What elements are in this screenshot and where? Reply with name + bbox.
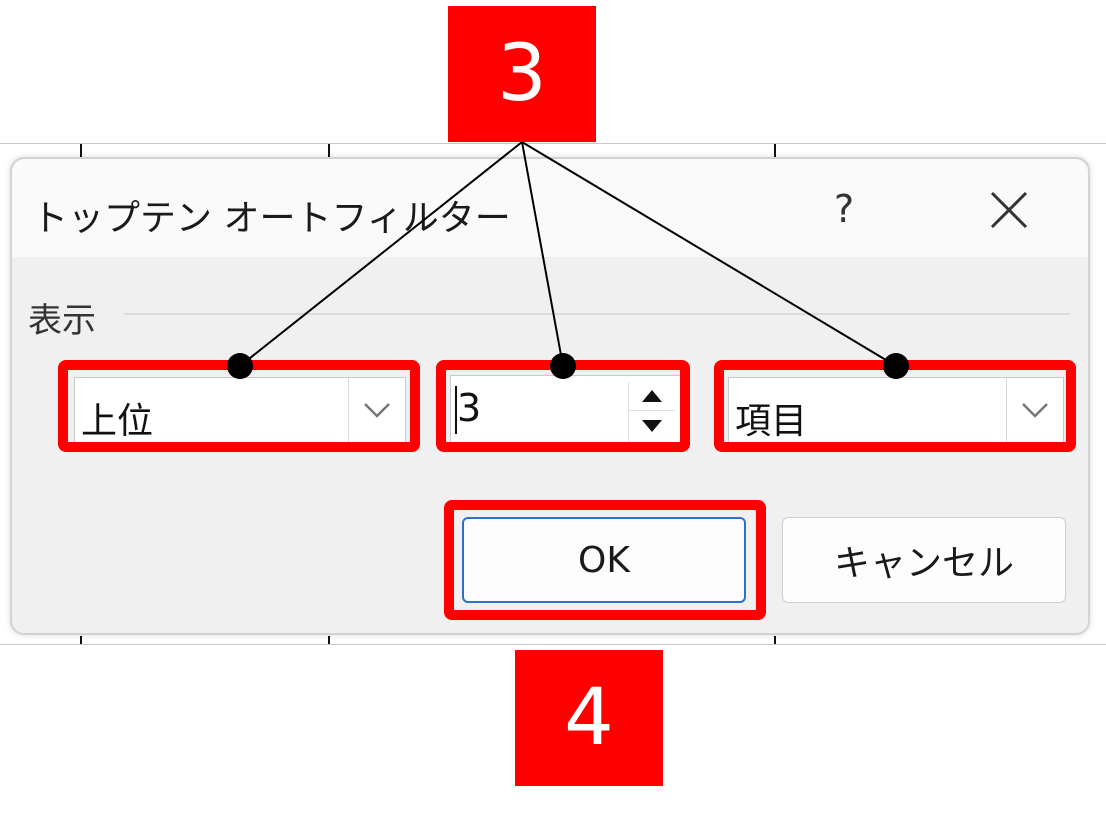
dialog-titlebar: トップテン オートフィルター ? bbox=[12, 159, 1088, 257]
triangle-down-icon bbox=[642, 420, 662, 432]
rank-dropdown-arrow[interactable] bbox=[348, 378, 405, 442]
help-button[interactable]: ? bbox=[834, 187, 855, 231]
close-icon bbox=[990, 191, 1028, 229]
unit-dropdown-arrow[interactable] bbox=[1006, 378, 1063, 442]
count-value: 3 bbox=[457, 386, 482, 430]
highlight-count-spinbox bbox=[436, 360, 690, 452]
close-button[interactable] bbox=[984, 185, 1034, 235]
count-spinbox[interactable]: 3 bbox=[450, 375, 682, 447]
highlight-unit-dropdown bbox=[714, 360, 1076, 452]
grid-line bbox=[774, 636, 776, 644]
step-4-badge: 4 bbox=[515, 650, 663, 786]
step-3-badge: 3 bbox=[448, 6, 596, 142]
text-caret bbox=[455, 386, 457, 434]
spin-buttons bbox=[628, 382, 675, 442]
ok-button[interactable]: OK bbox=[462, 517, 746, 603]
grid-line bbox=[80, 636, 82, 644]
rank-dropdown-value: 上位 bbox=[81, 401, 154, 442]
chevron-down-icon bbox=[1022, 403, 1048, 418]
highlight-rank-dropdown bbox=[58, 360, 420, 452]
chevron-down-icon bbox=[364, 403, 390, 418]
grid-line bbox=[328, 636, 330, 644]
triangle-up-icon bbox=[642, 390, 662, 402]
group-divider bbox=[124, 313, 1070, 315]
group-label-display: 表示 bbox=[28, 301, 96, 341]
unit-dropdown-value: 項目 bbox=[735, 401, 808, 442]
cancel-button[interactable]: キャンセル bbox=[782, 517, 1066, 603]
dialog-title: トップテン オートフィルター bbox=[32, 198, 511, 239]
highlight-ok-button bbox=[444, 500, 766, 620]
spin-up-button[interactable] bbox=[629, 382, 675, 411]
grid-line bbox=[80, 144, 82, 160]
spin-down-button[interactable] bbox=[629, 412, 675, 440]
